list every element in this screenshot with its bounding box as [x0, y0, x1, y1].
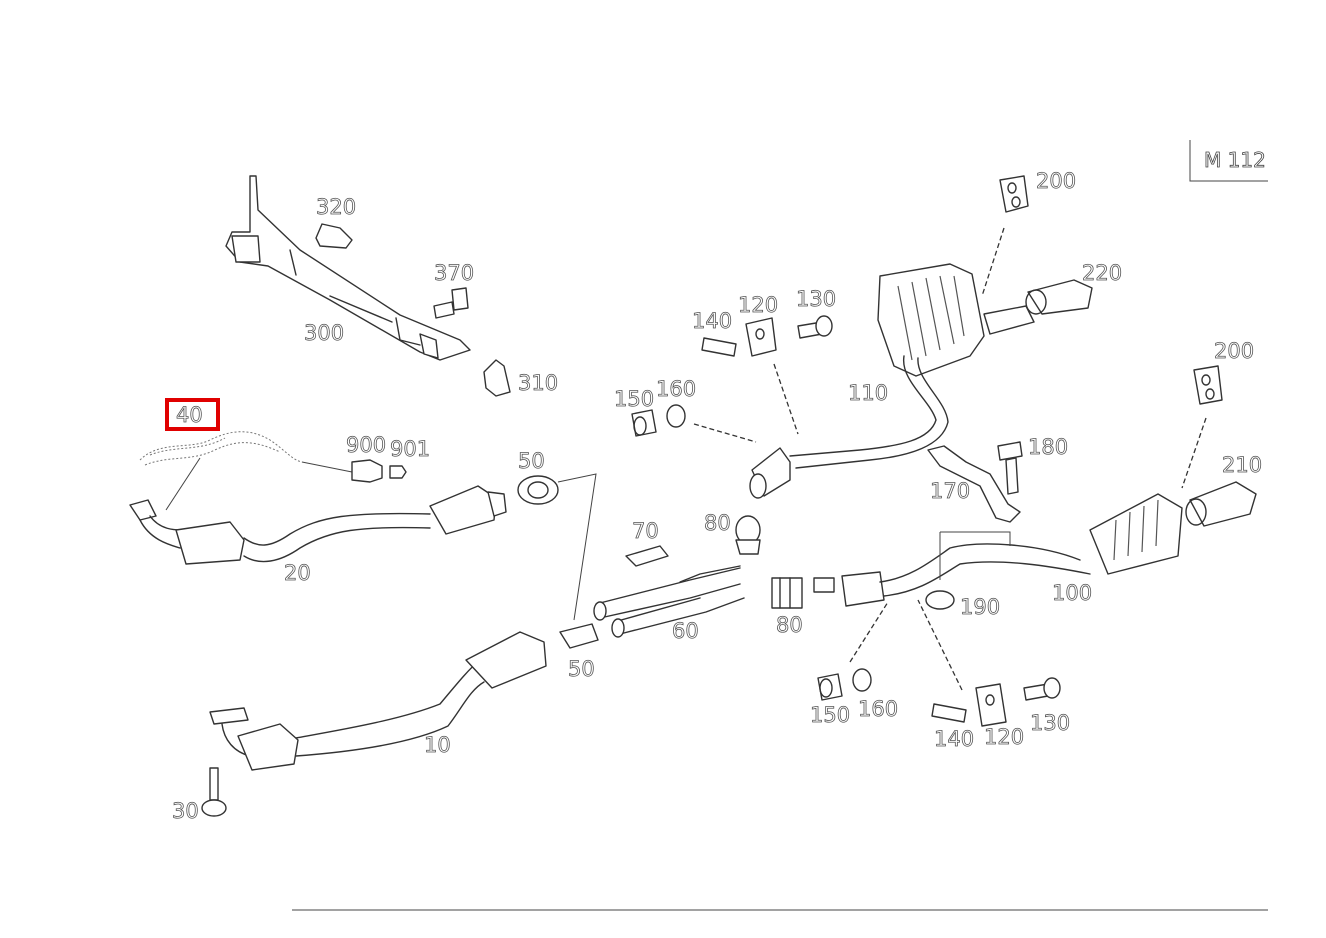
part-50-clamp-upper[interactable] [517, 473, 597, 621]
callout-320[interactable]: 320 [316, 195, 357, 220]
callout-180[interactable]: 180 [1028, 435, 1069, 460]
callout-120-lower[interactable]: 120 [984, 725, 1025, 750]
callout-200-lower[interactable]: 200 [1214, 339, 1255, 364]
part-120-hanger-upper[interactable] [745, 317, 799, 435]
part-320-clip[interactable] [315, 223, 353, 249]
callout-140-upper[interactable]: 140 [692, 309, 733, 334]
callout-70[interactable]: 70 [632, 519, 660, 544]
part-190-bushing[interactable] [925, 590, 955, 610]
part-370-bolt[interactable] [433, 287, 469, 319]
part-900-connector[interactable] [351, 459, 383, 483]
callout-170[interactable]: 170 [930, 479, 971, 504]
part-160-washer-lower[interactable] [849, 601, 889, 692]
callout-370[interactable]: 370 [434, 261, 475, 286]
part-140-bolt-upper[interactable] [701, 337, 737, 357]
callout-900[interactable]: 900 [346, 433, 387, 458]
part-170-bracket[interactable] [927, 445, 1021, 523]
part-310-clip[interactable] [483, 359, 511, 397]
callout-210[interactable]: 210 [1222, 453, 1263, 478]
callout-220[interactable]: 220 [1082, 261, 1123, 286]
callout-50-lower[interactable]: 50 [568, 657, 596, 682]
part-160-washer-upper[interactable] [666, 404, 757, 443]
part-901-pin[interactable] [389, 465, 407, 479]
part-30-bolt[interactable] [201, 767, 227, 817]
callout-300[interactable]: 300 [304, 321, 345, 346]
callout-140-lower[interactable]: 140 [934, 727, 975, 752]
callout-80-upper[interactable]: 80 [704, 511, 732, 536]
callout-150-lower[interactable]: 150 [810, 703, 851, 728]
part-60-y-pipe[interactable] [593, 565, 745, 638]
callout-30[interactable]: 30 [172, 799, 200, 824]
part-130-bolt-lower[interactable] [1023, 677, 1061, 701]
part-80-clamp-upper[interactable] [735, 515, 761, 555]
callout-labels: 320 370 300 310 40 900 901 20 50 50 70 6… [165, 169, 1263, 824]
callout-160-lower[interactable]: 160 [858, 697, 899, 722]
part-220-tailpipe-tip[interactable] [1025, 279, 1093, 315]
part-200-hanger-upper[interactable] [981, 175, 1029, 297]
part-120-hanger-lower[interactable] [917, 599, 1007, 727]
part-100-rear-pipe-muffler[interactable] [813, 493, 1183, 607]
part-300-crossmember-bracket[interactable] [225, 175, 471, 361]
part-140-bolt-lower[interactable] [931, 703, 967, 723]
callout-150-upper[interactable]: 150 [614, 387, 655, 412]
part-200-hanger-lower[interactable] [1181, 365, 1223, 489]
part-130-bolt-upper[interactable] [797, 315, 833, 339]
callout-310[interactable]: 310 [518, 371, 559, 396]
part-20-front-pipe[interactable] [129, 485, 507, 565]
part-70-rubber-mount[interactable] [625, 545, 669, 567]
callout-200-upper[interactable]: 200 [1036, 169, 1077, 194]
callout-50-upper[interactable]: 50 [518, 449, 546, 474]
callout-60[interactable]: 60 [672, 619, 700, 644]
callout-20[interactable]: 20 [284, 561, 312, 586]
callout-100[interactable]: 100 [1052, 581, 1093, 606]
callout-130-lower[interactable]: 130 [1030, 711, 1071, 736]
part-10-front-pipe[interactable] [209, 631, 547, 771]
callout-10[interactable]: 10 [424, 733, 452, 758]
part-180-bolt[interactable] [997, 441, 1023, 495]
model-tag-text: M 112 [1204, 148, 1266, 172]
part-150-bushing-lower[interactable] [817, 673, 843, 701]
part-50-clamp-lower[interactable] [559, 623, 599, 649]
callout-160-upper[interactable]: 160 [656, 377, 697, 402]
part-110-intermediate-pipe-muffler[interactable] [749, 263, 1035, 499]
part-210-tailpipe-tip[interactable] [1185, 481, 1257, 527]
callout-901[interactable]: 901 [390, 437, 431, 462]
callout-40-highlight [165, 398, 220, 431]
callout-110[interactable]: 110 [848, 381, 889, 406]
part-150-bushing-upper[interactable] [631, 409, 657, 437]
callout-80-lower[interactable]: 80 [776, 613, 804, 638]
part-40-oxygen-sensor[interactable] [139, 431, 353, 511]
callout-130-upper[interactable]: 130 [796, 287, 837, 312]
callout-40[interactable]: 40 [176, 403, 204, 428]
model-tag: M 112 [1189, 140, 1268, 182]
part-80-clamp-lower[interactable] [771, 577, 803, 609]
callout-190[interactable]: 190 [960, 595, 1001, 620]
callout-120-upper[interactable]: 120 [738, 293, 779, 318]
